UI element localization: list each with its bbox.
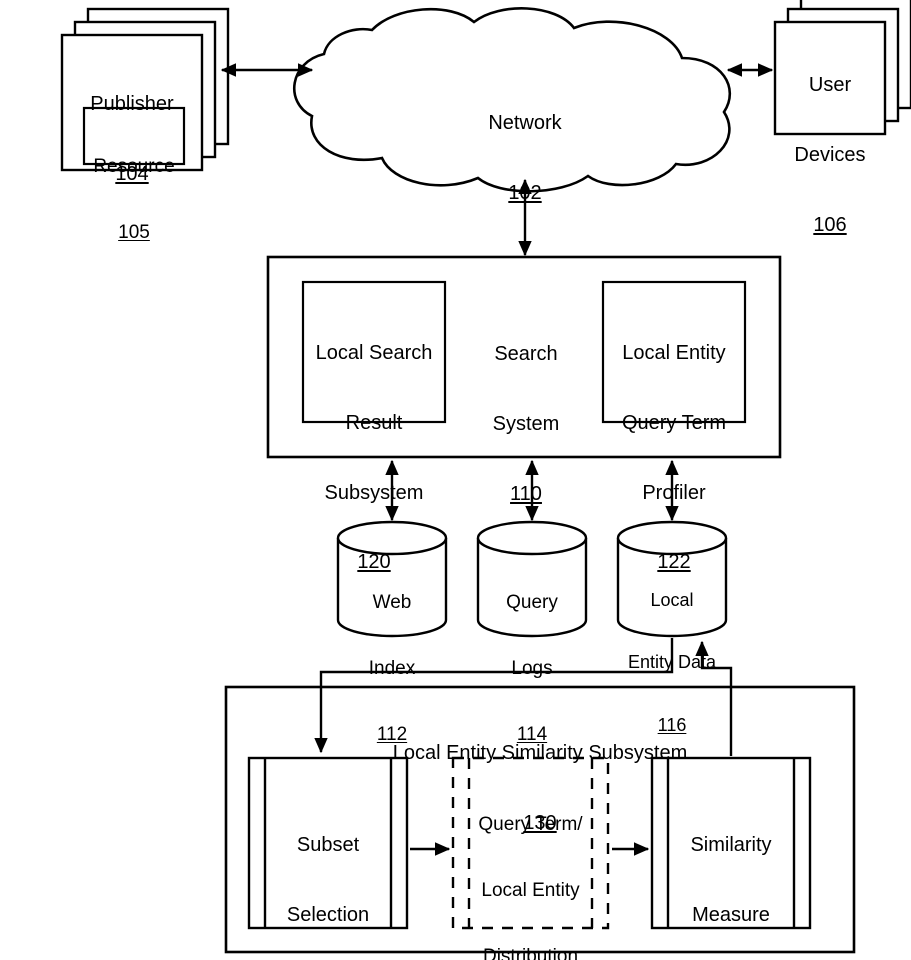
query-logs-cylinder-shape (476, 520, 588, 638)
similarity-measure-stage-shape (650, 756, 812, 930)
publisher-stack-shape (60, 7, 230, 172)
distribution-stage-shape (451, 756, 610, 930)
network-node (284, 2, 742, 196)
web-index-node (338, 522, 446, 636)
search-system-box-shape (266, 255, 782, 459)
user-devices-node (775, 0, 911, 134)
connector-led-to-subset-selection (314, 638, 674, 754)
local-entity-data-node (618, 522, 726, 636)
resource-node (84, 108, 184, 164)
local-search-result-subsystem-node (303, 282, 445, 422)
network-cloud-shape (293, 7, 732, 193)
user-devices-stack-shape (773, 0, 911, 136)
similarity-measure-stage-node (652, 758, 810, 928)
local-entity-query-term-profiler-node (603, 282, 745, 422)
subset-selection-stage-node (249, 758, 407, 928)
web-index-cylinder-shape (336, 520, 448, 638)
query-logs-node (478, 522, 586, 636)
distribution-stage-node (453, 758, 608, 928)
local-entity-data-cylinder-shape (616, 520, 728, 638)
connector-similarity-to-led (695, 640, 733, 756)
subset-selection-stage-shape (247, 756, 409, 930)
